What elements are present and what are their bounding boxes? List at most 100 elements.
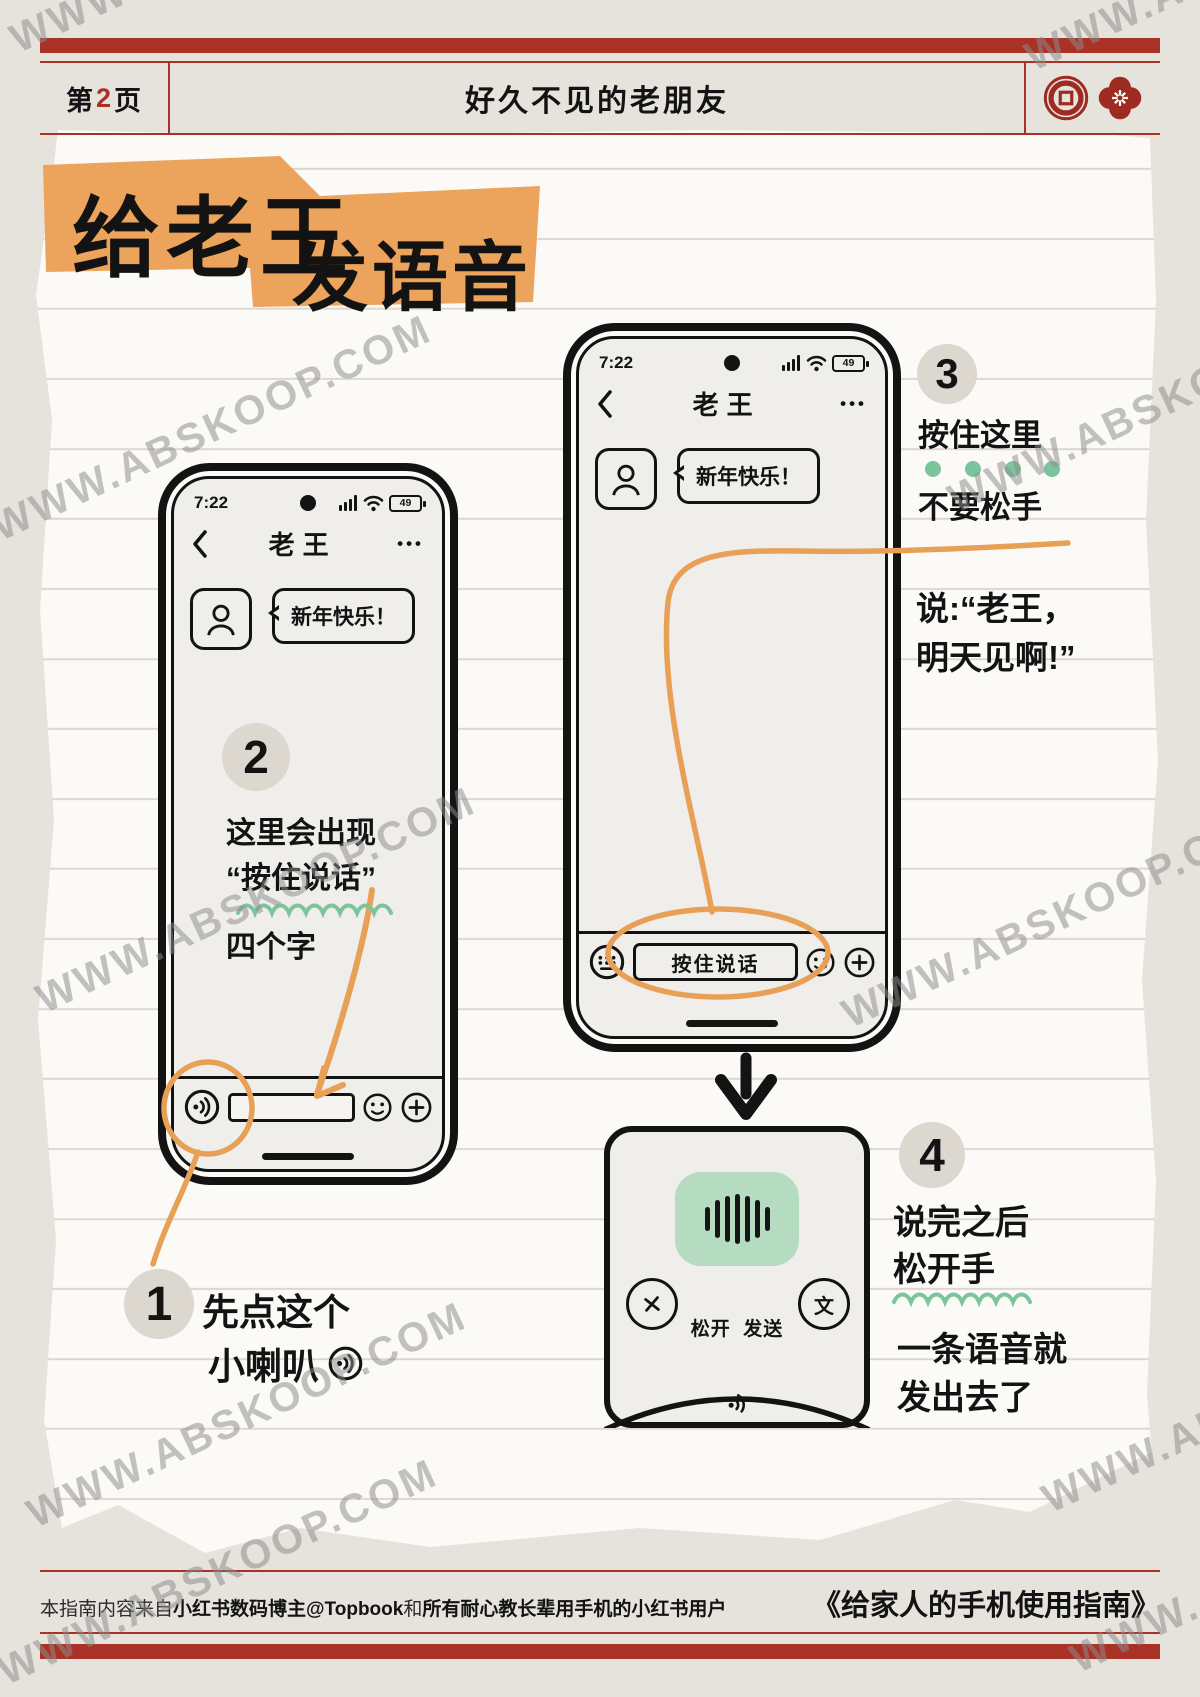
phone-2-status-bar: 7:22 49 (579, 339, 885, 373)
voice-icon (328, 1346, 363, 1380)
waveform-bar (704, 1207, 710, 1231)
step-3-number: 3 (917, 344, 977, 404)
header-icons (1024, 63, 1160, 133)
footer-rule-top (40, 1570, 1160, 1572)
phone-2-screen: 7:22 49 (576, 336, 888, 1039)
cancel-voice-button[interactable] (626, 1278, 678, 1330)
back-icon[interactable] (192, 529, 208, 558)
chat-message: 新年快乐！ (579, 422, 885, 510)
footer-credit-users: 所有耐心教长辈用手机的小红书用户 (422, 1599, 727, 1620)
step-4-line1: 说完之后 (893, 1204, 1029, 1242)
emoji-icon[interactable] (805, 947, 836, 978)
x-icon (644, 1296, 660, 1312)
message-bubble: 新年快乐！ (268, 588, 415, 644)
battery-level: 49 (842, 357, 855, 369)
release-to-send-label: 松开 发送 (610, 1314, 864, 1341)
clock: 7:22 (194, 493, 229, 512)
wifi-icon (806, 355, 827, 372)
wifi-icon (363, 495, 384, 512)
step-2-line3: 四个字 (226, 931, 316, 964)
step-2-line2: “按住说话” (226, 862, 376, 895)
send-label: 发送 (743, 1319, 784, 1340)
more-menu-icon[interactable]: ••• (840, 393, 867, 413)
phone-2: 7:22 49 (563, 323, 901, 1052)
phone-1-input-bar (174, 1076, 442, 1135)
title-line2: 发语音 (292, 236, 532, 321)
avatar (595, 448, 657, 510)
title-highlight (43, 156, 540, 307)
voice-wave-icon (728, 1394, 745, 1413)
phone-2-nav-bar: 老王 ••• (579, 373, 885, 422)
home-indicator (686, 1020, 778, 1027)
chat-title: 老王 (268, 530, 337, 560)
title-line1: 给老王 (72, 189, 355, 288)
signal-icon (782, 355, 800, 371)
footer-red-bar (40, 1644, 1160, 1659)
step-2-line1: 这里会出现 (226, 817, 376, 850)
to-text-button[interactable]: 文 (798, 1278, 850, 1330)
back-icon[interactable] (597, 389, 613, 418)
signal-icon (339, 495, 357, 511)
phone-2-input-bar: 按住说话 (579, 931, 885, 990)
waveform-bar (764, 1207, 770, 1231)
chat-message: 新年快乐！ (174, 562, 442, 650)
message-input[interactable] (228, 1092, 355, 1122)
waveform-bar (734, 1194, 740, 1244)
clock: 7:22 (599, 353, 634, 372)
step-1-line2: 小喇叭 (208, 1336, 364, 1390)
step-4-number: 4 (899, 1122, 965, 1188)
release-label: 松开 (690, 1319, 731, 1340)
footer-credit-pre: 本指南内容来自 (40, 1599, 174, 1620)
voice-icon[interactable] (183, 1088, 221, 1126)
footer-rule-bottom (40, 1632, 1160, 1634)
more-menu-icon[interactable]: ••• (397, 533, 424, 553)
battery-icon: 49 (832, 354, 869, 372)
home-indicator (262, 1153, 354, 1160)
coin-icon (1043, 75, 1089, 121)
top-red-bar (40, 38, 1160, 53)
camera-dot (300, 495, 316, 511)
footer-credit-mid: 和 (403, 1599, 423, 1620)
battery-level: 49 (399, 497, 412, 509)
step-1-number: 1 (124, 1269, 194, 1339)
message-bubble: 新年快乐！ (673, 448, 820, 504)
plus-icon[interactable] (843, 946, 876, 979)
step-1-line1: 先点这个 (202, 1292, 350, 1333)
flower-icon (1098, 76, 1142, 120)
waveform-bar (744, 1196, 750, 1242)
waveform-bar (754, 1200, 760, 1238)
voice-waveform-box (675, 1172, 799, 1266)
plus-icon[interactable] (400, 1091, 433, 1124)
waveform-bar (714, 1200, 720, 1238)
chat-title: 老王 (692, 390, 761, 420)
footer-credit-author: 小红书数码博主@Topbook (173, 1599, 404, 1620)
phone-1: 7:22 49 (158, 463, 458, 1185)
phone-1-screen: 7:22 49 (171, 476, 445, 1172)
step-4-line2: 松开手 (893, 1251, 995, 1289)
hold-to-talk-button[interactable]: 按住说话 (633, 943, 798, 981)
step-1-line2-text: 小喇叭 (208, 1346, 319, 1387)
step-3-line1: 按住这里 (918, 418, 1042, 453)
step-3-say2: 明天见啊!” (916, 639, 1076, 676)
waveform-bar (724, 1196, 730, 1242)
voice-record-popup: 文 松开 发送 (604, 1126, 870, 1428)
step-4-result: 一条语音就 发出去了 (897, 1326, 1067, 1422)
keyboard-icon[interactable] (588, 943, 626, 981)
footer-credit: 本指南内容来自小红书数码博主@Topbook和所有耐心教长辈用手机的小红书用户 (40, 1594, 726, 1621)
emoji-icon[interactable] (362, 1092, 393, 1123)
page-title: 好久不见的老朋友 (465, 85, 729, 118)
step-4-text: 说完之后 松开手 (893, 1200, 1029, 1294)
step-2-text: 这里会出现 “按住说话” 四个字 (226, 811, 376, 970)
step-3-say: 说:“老王， 明天见啊!” (916, 584, 1076, 682)
step-2-number: 2 (222, 723, 290, 791)
step-4-line3: 一条语音就 (897, 1331, 1067, 1369)
phone-1-status-bar: 7:22 49 (174, 479, 442, 513)
phone-1-nav-bar: 老王 ••• (174, 513, 442, 562)
step-3-line2: 不要松手 (918, 490, 1042, 525)
camera-dot (724, 355, 740, 371)
step-3-say1: 说:“老王， (916, 590, 1076, 627)
page-number: 2 (95, 82, 113, 113)
